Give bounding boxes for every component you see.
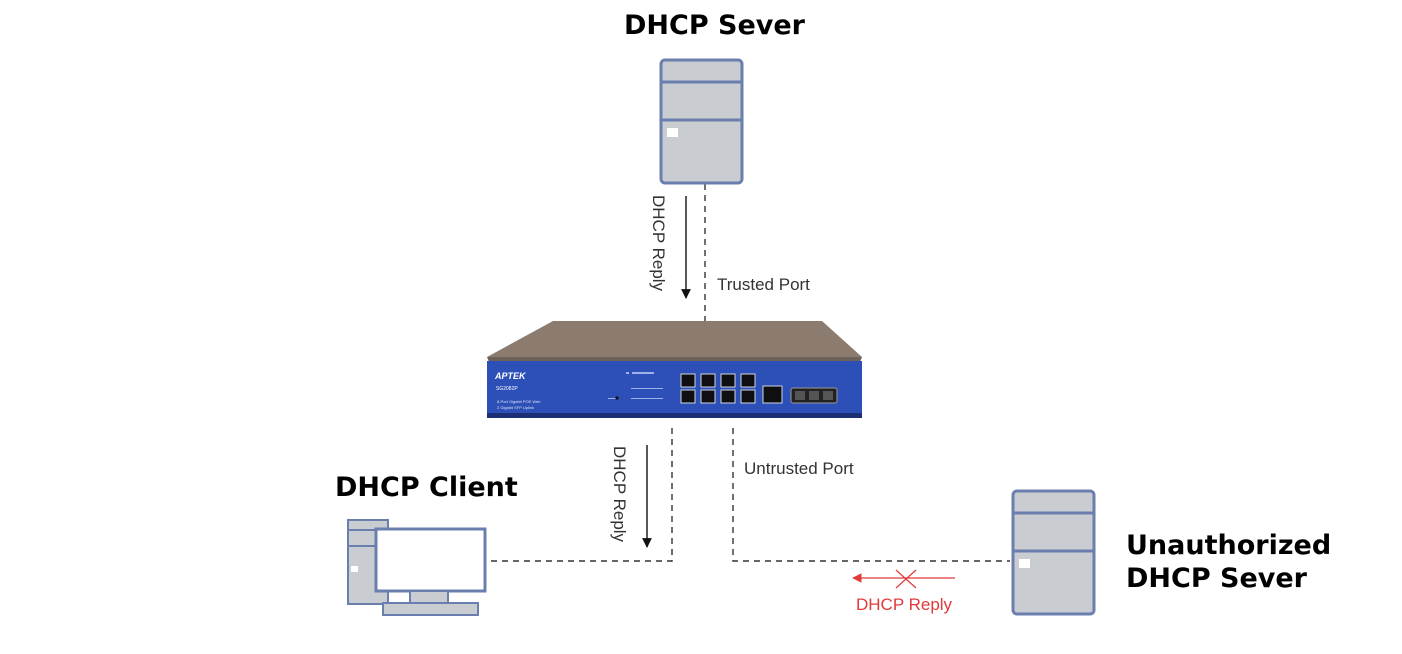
unauthorized-server-title-line1: Unauthorized [1126,529,1331,562]
untrusted-link [733,428,1010,561]
unauthorized-server-icon [1013,491,1094,614]
dhcp-server-title: DHCP Sever [624,9,805,42]
switch-brand: APTEK [494,371,527,381]
untrusted-port-label: Untrusted Port [744,459,854,479]
dhcp-reply-label-mid: DHCP Reply [609,446,629,542]
dhcp-client-title: DHCP Client [335,471,518,504]
blocked-reply-label: DHCP Reply [856,595,952,615]
switch-description-1: 8-Port Gigabit POE Web [497,399,541,404]
switch-description-2: 2 Gigabit SFP Uplink [497,405,534,410]
client-computer-icon [348,520,485,615]
trusted-port-label: Trusted Port [717,275,810,295]
switch-model: SG2082P [496,386,518,392]
network-switch-image: APTEK SG2082P 8-Port Gigabit POE Web 2 G… [487,321,862,418]
blocked-cross-icon [896,570,916,588]
unauthorized-server-title-line2: DHCP Sever [1126,562,1307,595]
dhcp-server-icon [661,60,742,183]
dhcp-reply-label-top: DHCP Reply [648,195,668,291]
